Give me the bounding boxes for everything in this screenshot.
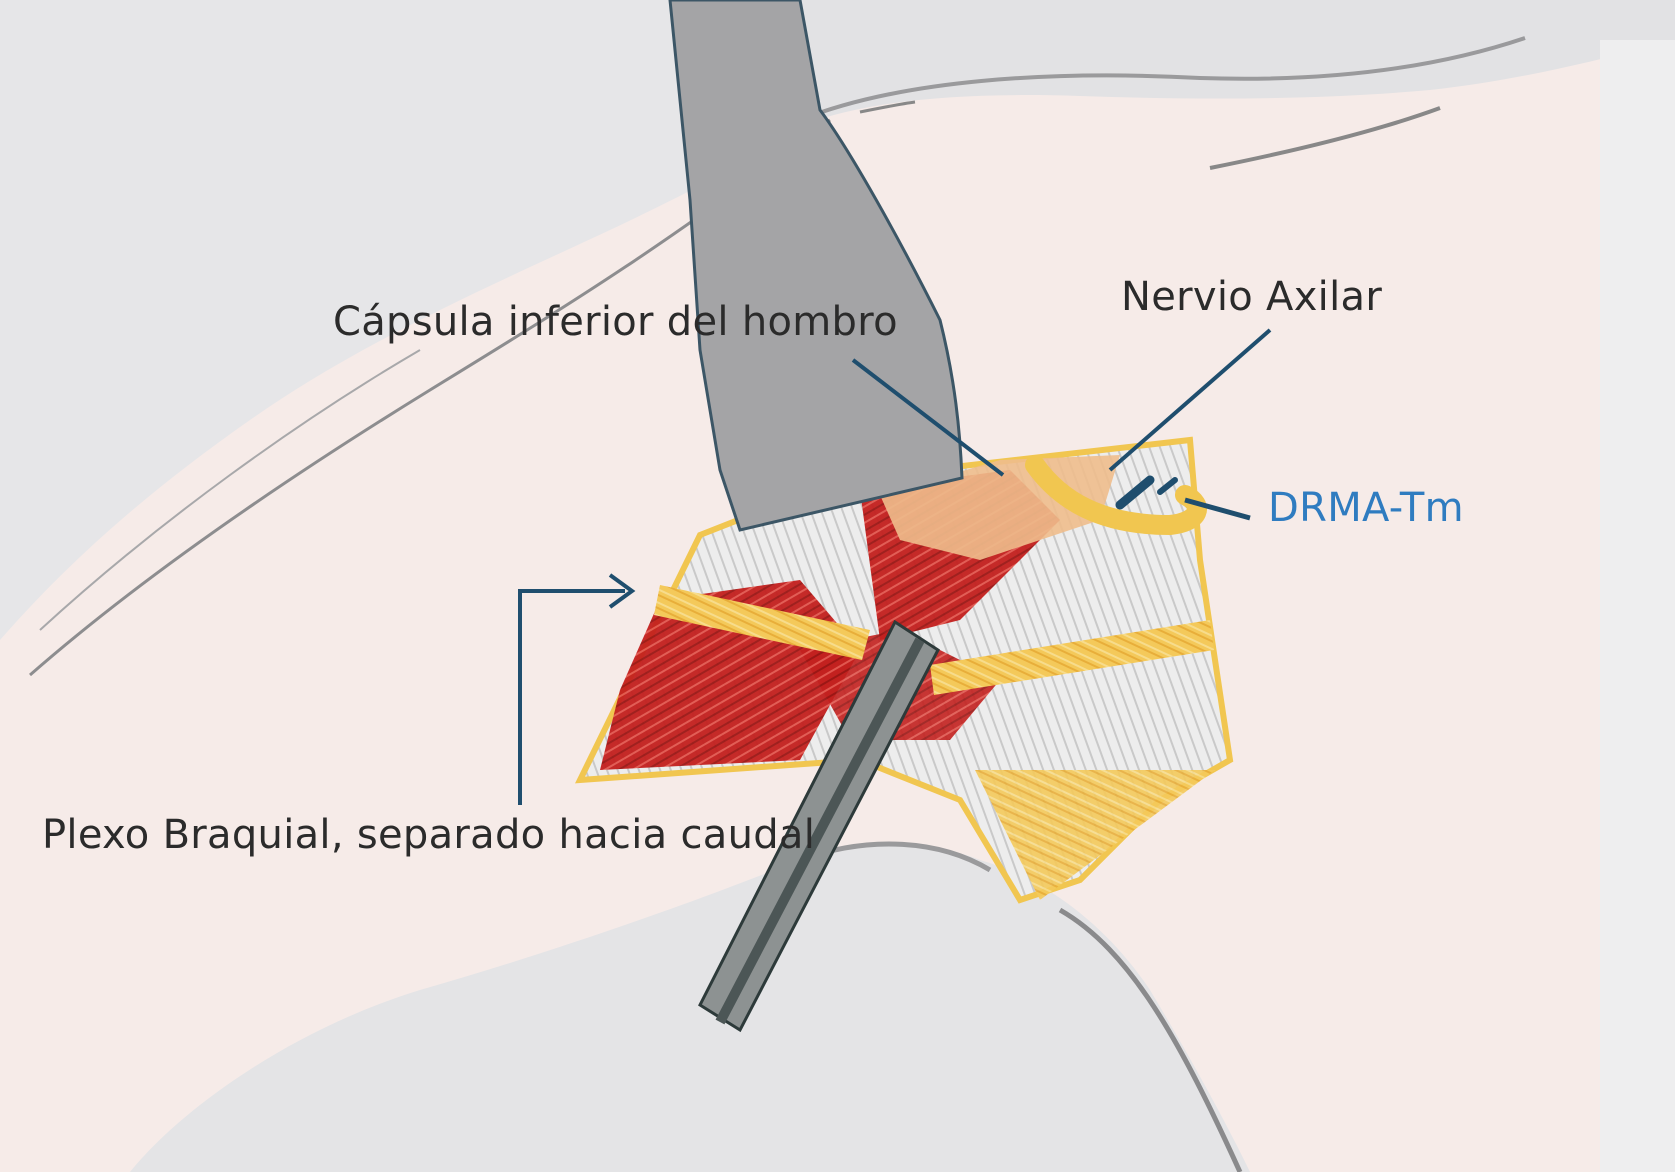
torso-region (0, 0, 900, 640)
axillary-nerve (1025, 455, 1207, 536)
plexo-arrow-head (608, 573, 636, 609)
nervio-axilar-label: Nervio Axilar (1121, 274, 1383, 320)
plexo-braquial-label: Plexo Braquial, separado hacia caudal (42, 812, 816, 858)
upper-retractor (668, 0, 964, 532)
capsula-label: Cápsula inferior del hombro (333, 299, 898, 345)
drma-leader-line (1184, 497, 1251, 521)
yellow-band-right (930, 620, 1214, 695)
yellow-band-left (654, 585, 870, 660)
lower-region (130, 845, 1250, 1172)
upper-right-region (720, 0, 1675, 130)
torso-outline (29, 118, 831, 677)
plexo-leader-line (518, 589, 625, 805)
capsula-leader-line (851, 358, 1005, 477)
nervio-leader-line (1108, 328, 1272, 472)
drma-tm-label: DRMA-Tm (1268, 485, 1464, 531)
yellow-triangle (975, 770, 1215, 900)
